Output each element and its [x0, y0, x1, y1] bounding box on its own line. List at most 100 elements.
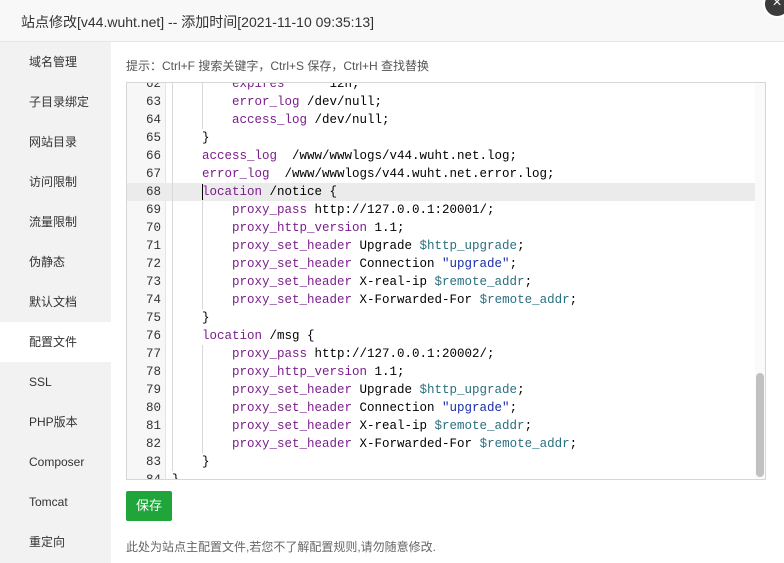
code-text: access_log /dev/null;: [232, 111, 390, 129]
sidebar-item[interactable]: 域名管理: [29, 55, 78, 69]
line-number: 78: [145, 365, 161, 379]
code-text: expires 12h;: [232, 82, 360, 93]
code-token: proxy_set_header: [232, 275, 353, 289]
sidebar-item[interactable]: SSL: [29, 375, 52, 389]
code-token: Connection: [352, 401, 443, 415]
code-token: http://127.0.0.1:20001/;: [307, 203, 495, 217]
line-number: 80: [145, 401, 161, 415]
line-number: 74: [145, 293, 161, 307]
code-text: }: [202, 129, 210, 147]
code-token: }: [202, 131, 210, 145]
code-token: X-Forwarded-For: [352, 293, 480, 307]
line-number: 82: [145, 437, 161, 451]
code-text: }: [172, 471, 180, 479]
code-token: }: [202, 455, 210, 469]
text-cursor: [202, 184, 203, 200]
code-token: proxy_pass: [232, 203, 308, 217]
indent-guide: [172, 111, 173, 129]
code-token: proxy_set_header: [232, 419, 353, 433]
code-token: access_log: [232, 113, 308, 127]
code-token: expires: [232, 82, 285, 91]
code-line[interactable]: 64 access_log /dev/null;: [127, 111, 755, 129]
code-text: location /msg {: [202, 327, 315, 345]
code-token: error_log: [202, 167, 270, 181]
code-text: proxy_http_version 1.1;: [232, 219, 405, 237]
code-line[interactable]: 78 proxy_http_version 1.1;: [127, 363, 755, 381]
code-token: ;: [569, 293, 578, 307]
indent-guide: [202, 291, 203, 309]
code-token: }: [202, 311, 210, 325]
code-line[interactable]: 65}: [127, 129, 755, 147]
close-icon[interactable]: ×: [763, 0, 784, 18]
code-line[interactable]: 75}: [127, 309, 755, 327]
indent-guide: [172, 273, 173, 291]
indent-guide: [172, 237, 173, 255]
code-token: proxy_set_header: [232, 257, 353, 271]
code-token: 12h;: [284, 82, 360, 91]
code-token: /dev/null;: [307, 113, 390, 127]
code-token: /msg {: [262, 329, 315, 343]
sidebar-item[interactable]: 流量限制: [29, 215, 78, 229]
code-text: proxy_set_header X-Forwarded-For $remote…: [232, 291, 577, 309]
code-line[interactable]: 74 proxy_set_header X-Forwarded-For $remo…: [127, 291, 755, 309]
line-number: 64: [145, 113, 161, 127]
sidebar-item[interactable]: 伪静态: [29, 255, 66, 269]
line-number: 73: [145, 275, 161, 289]
indent-guide: [202, 273, 203, 291]
sidebar-item[interactable]: Tomcat: [29, 495, 68, 509]
code-line[interactable]: 83}: [127, 453, 755, 471]
code-token: proxy_set_header: [232, 239, 353, 253]
line-number: 84: [145, 473, 161, 480]
code-line[interactable]: 84}: [127, 471, 755, 480]
code-text: access_log /www/wwwlogs/v44.wuht.net.log…: [202, 147, 517, 165]
code-text: proxy_set_header Upgrade $http_upgrade;: [232, 381, 525, 399]
editor-scrollbar-thumb[interactable]: [756, 373, 764, 477]
sidebar-item[interactable]: 配置文件: [0, 322, 111, 362]
indent-guide: [172, 147, 173, 165]
code-token: $remote_addr: [434, 419, 525, 433]
save-button[interactable]: 保存: [126, 491, 172, 521]
code-token: /notice {: [262, 185, 338, 199]
code-text: error_log /dev/null;: [232, 93, 382, 111]
code-text: proxy_set_header X-real-ip $remote_addr;: [232, 417, 532, 435]
code-text: proxy_http_version 1.1;: [232, 363, 405, 381]
code-token: Connection: [352, 257, 443, 271]
code-text: location /notice {: [202, 183, 337, 201]
code-line[interactable]: 81 proxy_set_header X-real-ip $remote_add…: [127, 417, 755, 435]
line-number: 71: [145, 239, 161, 253]
indent-guide: [172, 291, 173, 309]
code-token: /www/wwwlogs/v44.wuht.net.log;: [277, 149, 518, 163]
code-token: X-real-ip: [352, 419, 435, 433]
sidebar-item[interactable]: 重定向: [29, 535, 66, 549]
sidebar-item[interactable]: 默认文档: [29, 295, 78, 309]
indent-guide: [202, 111, 203, 129]
editor-scrollbar-track[interactable]: [755, 83, 765, 479]
sidebar-item[interactable]: 网站目录: [29, 135, 78, 149]
line-number: 83: [145, 455, 161, 469]
code-token: $remote_addr: [479, 293, 570, 307]
code-token: X-real-ip: [352, 275, 435, 289]
sidebar-item[interactable]: Composer: [29, 455, 85, 469]
sidebar-item[interactable]: PHP版本: [29, 415, 78, 429]
sidebar-item[interactable]: 访问限制: [29, 175, 78, 189]
code-token: Upgrade: [352, 239, 420, 253]
sidebar-item[interactable]: 子目录绑定: [29, 95, 90, 109]
line-number: 81: [145, 419, 161, 433]
